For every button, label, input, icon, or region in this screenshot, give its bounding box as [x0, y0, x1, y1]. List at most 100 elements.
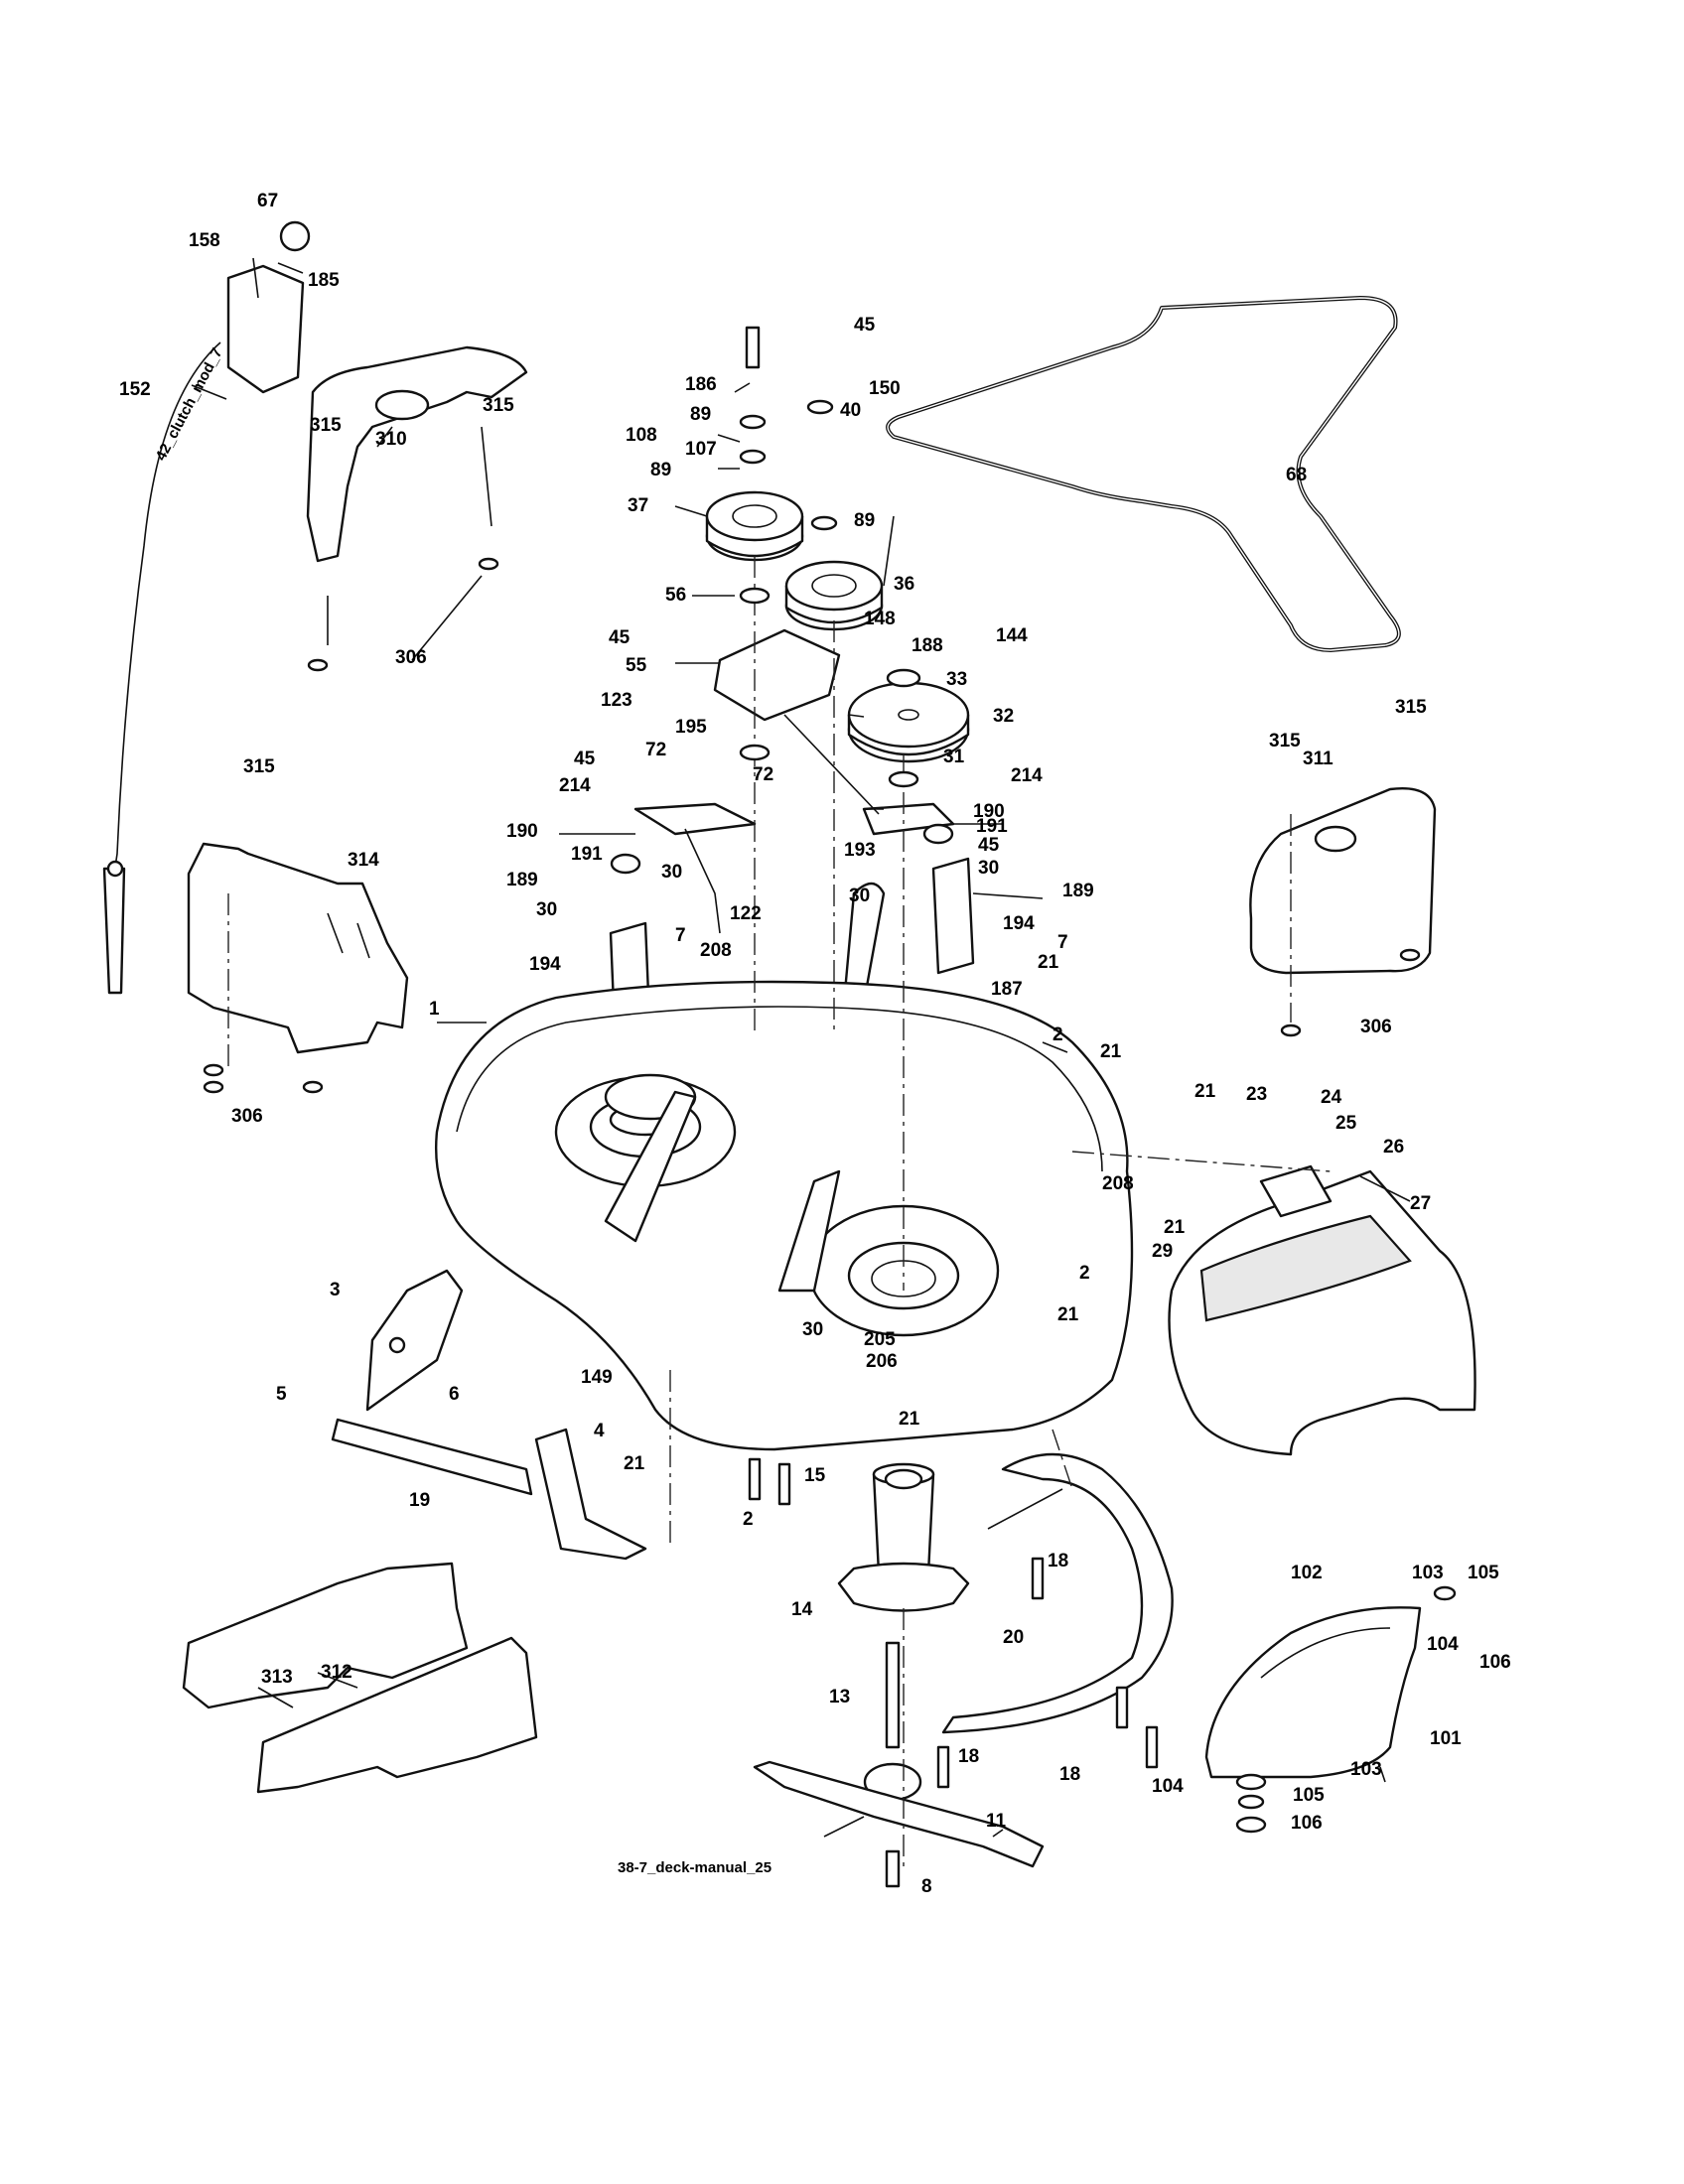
- callout-188: 188: [912, 635, 943, 656]
- side-shield-314: [187, 842, 409, 1094]
- callout-122: 122: [730, 903, 762, 924]
- callout-315: 315: [310, 415, 342, 436]
- callout-206: 206: [866, 1351, 898, 1372]
- callout-21: 21: [624, 1453, 645, 1474]
- callout-13: 13: [829, 1687, 850, 1707]
- callout-8: 8: [921, 1876, 932, 1897]
- callout-149: 149: [581, 1367, 613, 1388]
- callout-33: 33: [946, 669, 967, 690]
- callout-45: 45: [854, 315, 876, 336]
- callout-315: 315: [243, 756, 275, 777]
- callout-37: 37: [628, 495, 648, 516]
- callout-2: 2: [743, 1509, 754, 1530]
- callout-310: 310: [375, 429, 407, 450]
- callout-208: 208: [1102, 1173, 1134, 1194]
- mulch-deflector-101: [1204, 1606, 1422, 1779]
- callout-123: 123: [601, 690, 632, 711]
- callout-102: 102: [1291, 1563, 1323, 1583]
- callout-144: 144: [996, 625, 1028, 646]
- spindle-shaft-13: [863, 1641, 922, 1802]
- callout-190: 190: [506, 821, 538, 842]
- callout-190: 190: [973, 801, 1005, 822]
- callout-148: 148: [864, 609, 896, 629]
- callout-36: 36: [894, 574, 914, 595]
- callout-labels: 67 158 185 152 315 310 315 306 186 45 15…: [119, 191, 1511, 1897]
- callout-195: 195: [675, 717, 707, 738]
- callout-150: 150: [869, 378, 901, 399]
- callout-1: 1: [429, 999, 440, 1020]
- callout-3: 3: [330, 1280, 341, 1300]
- callout-103: 103: [1350, 1759, 1382, 1780]
- callout-26: 26: [1383, 1137, 1404, 1158]
- callout-40: 40: [840, 400, 861, 421]
- callout-89: 89: [650, 460, 671, 480]
- pulley-36: [784, 560, 884, 631]
- callout-20: 20: [1003, 1627, 1024, 1648]
- callout-30: 30: [661, 862, 682, 883]
- link-6: [331, 1418, 533, 1496]
- callout-89: 89: [690, 404, 711, 425]
- callout-106: 106: [1291, 1813, 1323, 1834]
- callout-189: 189: [506, 870, 538, 890]
- plate-313: [182, 1562, 469, 1709]
- callout-7: 7: [1057, 932, 1068, 953]
- plate-312: [256, 1636, 538, 1794]
- callout-72: 72: [753, 764, 773, 785]
- callout-104: 104: [1427, 1634, 1459, 1655]
- drive-belt: [886, 296, 1401, 652]
- callout-19: 19: [409, 1490, 430, 1511]
- callout-21: 21: [1057, 1304, 1079, 1325]
- callout-30: 30: [978, 858, 999, 879]
- mulch-cover-right: [1249, 787, 1437, 1037]
- callout-191: 191: [571, 844, 603, 865]
- baffle-20: [941, 1452, 1174, 1734]
- callout-45: 45: [978, 835, 1000, 856]
- callout-191: 191: [976, 816, 1008, 837]
- blade-11: [753, 1760, 1045, 1868]
- callout-158: 158: [189, 230, 220, 251]
- callout-105: 105: [1293, 1785, 1325, 1806]
- callout-187: 187: [991, 979, 1023, 1000]
- callout-32: 32: [993, 706, 1014, 727]
- callout-315: 315: [1395, 697, 1427, 718]
- bracket-4: [534, 1428, 647, 1561]
- callout-30: 30: [849, 886, 870, 906]
- callout-306: 306: [1360, 1017, 1392, 1037]
- callout-306: 306: [231, 1106, 263, 1127]
- callout-18: 18: [1048, 1551, 1068, 1571]
- callout-7: 7: [675, 925, 686, 946]
- assembly-guides: [227, 556, 1332, 1866]
- hardware-bolts: [610, 326, 1457, 1888]
- callout-105: 105: [1468, 1563, 1499, 1583]
- callout-306: 306: [395, 647, 427, 668]
- callout-56: 56: [665, 585, 686, 606]
- callout-21: 21: [1100, 1041, 1122, 1062]
- callout-15: 15: [804, 1465, 826, 1486]
- callout-29: 29: [1152, 1241, 1173, 1262]
- callout-11: 11: [986, 1811, 1007, 1832]
- callout-103: 103: [1412, 1563, 1444, 1583]
- callout-194: 194: [529, 954, 561, 975]
- clutch-handle-assembly: [102, 220, 311, 995]
- callout-312: 312: [321, 1662, 352, 1683]
- callout-21: 21: [1038, 952, 1059, 973]
- mower-deck: [435, 980, 1134, 1451]
- callout-311: 311: [1303, 749, 1333, 769]
- callout-205: 205: [864, 1329, 896, 1350]
- callout-68: 68: [1286, 465, 1307, 485]
- idler-bracket: [633, 628, 955, 934]
- callout-194: 194: [1003, 913, 1035, 934]
- callout-189: 189: [1062, 881, 1094, 901]
- callout-14: 14: [791, 1599, 813, 1620]
- callout-31: 31: [943, 747, 965, 767]
- pulley-32: [847, 681, 970, 763]
- callout-208: 208: [700, 940, 732, 961]
- callout-315: 315: [483, 395, 514, 416]
- figure-caption: 38-7_deck-manual_25: [618, 1859, 772, 1876]
- callout-5: 5: [276, 1384, 287, 1405]
- callout-313: 313: [261, 1667, 293, 1688]
- callout-107: 107: [685, 439, 717, 460]
- callout-21: 21: [1164, 1217, 1186, 1238]
- cable-label: 42_clutch_mod_7: [153, 345, 226, 464]
- callout-67: 67: [257, 191, 278, 211]
